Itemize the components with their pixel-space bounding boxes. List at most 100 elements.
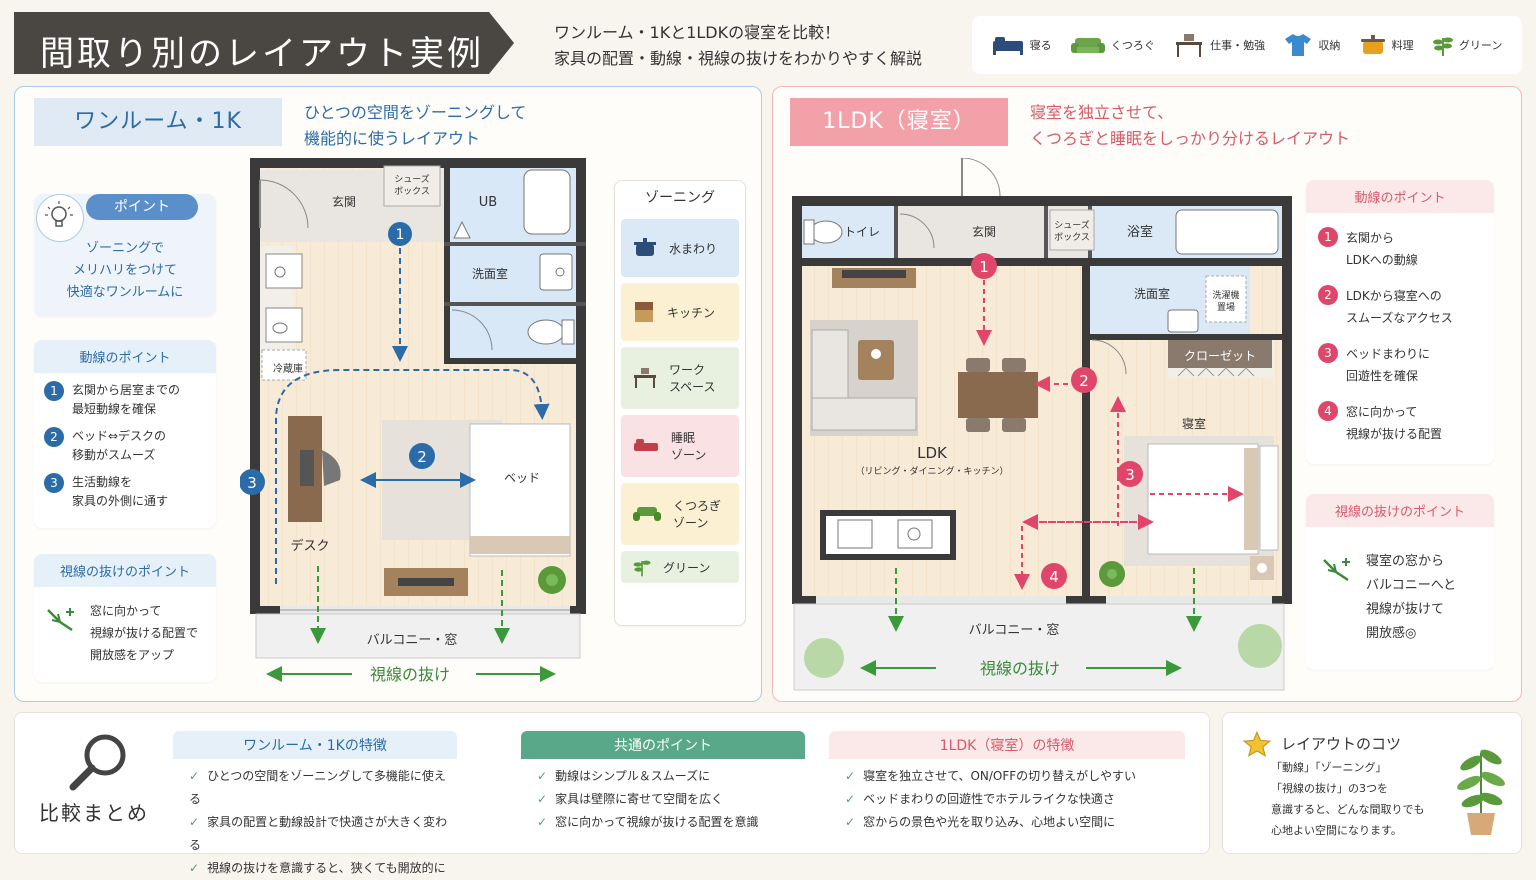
flow-text: 視線が抜ける配置 <box>1346 427 1443 441</box>
legend-item-work: 仕事・勉強 <box>1174 32 1265 58</box>
check-icon: ✓ <box>537 769 548 783</box>
flow-num: 2 <box>44 427 64 447</box>
room-label-senmen: 洗面室 <box>472 266 508 281</box>
flow-title: 動線のポイント <box>1306 180 1494 213</box>
sight-text: 寝室の窓から バルコニーへと 視線が抜けて 開放感◎ <box>1366 550 1456 646</box>
summary-check-item: ✓ 家具は壁際に寄せて空間を広く <box>537 788 805 811</box>
star-icon <box>1243 731 1271 757</box>
check-text: ひとつの空間をゾーニングして多機能に使える <box>189 769 446 806</box>
tips-line: 意識すると、どんな間取りでも <box>1271 803 1425 816</box>
check-text: ベッドまわりの回遊性でホテルライクな快適さ <box>863 792 1115 806</box>
shirt-icon <box>1285 34 1312 56</box>
page-subtitle: ワンルーム・1Kと1LDKの寝室を比較！ 家具の配置・動線・視線の抜けをわかりや… <box>554 20 922 72</box>
flow-text: LDKへの動線 <box>1346 253 1418 267</box>
check-icon: ✓ <box>537 792 548 806</box>
oneroom-sight-card: 視線の抜けのポイント 窓に向かって 視線が抜ける配置で 開放感をアップ <box>34 554 216 682</box>
plant-icon <box>1432 37 1453 56</box>
potted-plant-icon <box>1457 749 1505 835</box>
lightbulb-icon <box>36 194 84 242</box>
flow-title: 動線のポイント <box>34 340 216 373</box>
cabinet-icon <box>635 302 653 322</box>
closet-label: クローゼット <box>1184 349 1256 363</box>
zone-label: ゾーン <box>673 516 709 530</box>
check-text: 家具の配置と動線設計で快適さが大きく変わる <box>189 815 448 852</box>
bed-label: ベッド <box>504 471 540 485</box>
check-icon: ✓ <box>189 769 200 783</box>
room-label-bedroom: 寝室 <box>1182 416 1206 431</box>
flow-num: 3 <box>44 473 64 493</box>
zone-water: 水まわり <box>621 219 739 277</box>
legend-item-storage: 収納 <box>1284 33 1340 57</box>
flow-num: 1 <box>44 381 64 401</box>
balcony-label: バルコニー・窓 <box>969 622 1060 638</box>
room-label-ldk: LDK <box>917 444 948 462</box>
flow-num-3: 3 <box>247 474 257 492</box>
sight-text: 窓に向かって 視線が抜ける配置で 開放感をアップ <box>90 600 198 666</box>
summary-check-item: ✓ひとつの空間をゾーニングして多機能に使える <box>189 765 457 811</box>
oneroom-floor-plan: 1 2 3 玄関 シューズ ボックス UB 洗面室 冷蔵庫 デスク ベッド バル… <box>240 158 586 684</box>
pot-icon <box>1360 35 1385 54</box>
sight-line: 視線が抜ける配置で <box>90 626 199 640</box>
zone-label: キッチン <box>667 305 716 320</box>
tips-line: 「動線」「ゾーニング」 <box>1271 761 1387 774</box>
flow-text: 移動がスムーズ <box>72 448 156 462</box>
lead-line: くつろぎと睡眠をしっかり分けるレイアウト <box>1030 129 1351 148</box>
oneroom-lead: ひとつの空間をゾーニングして 機能的に使うレイアウト <box>304 100 526 152</box>
room-label-shoes: シューズ <box>1054 219 1090 231</box>
flow-num: 1 <box>1318 227 1338 247</box>
summary-check-item: ✓ 窓に向かって視線が抜ける配置を意識 <box>537 811 805 834</box>
room-label-genkan: 玄関 <box>332 194 356 209</box>
flow-text: スムーズなアクセス <box>1346 311 1453 325</box>
bed-icon <box>634 439 658 451</box>
sight-line: 開放感をアップ <box>90 648 175 662</box>
legend-label: くつろぐ <box>1110 39 1155 52</box>
room-label-ldk-sub: （リビング・ダイニング・キッチン） <box>855 465 1008 477</box>
flow-text: 最短動線を確保 <box>72 402 157 416</box>
sight-label: 視線の抜け <box>370 665 450 684</box>
check-text: 家具は壁際に寄せて空間を広く <box>555 792 724 806</box>
check-icon: ✓ <box>189 861 200 875</box>
flow-num: 2 <box>1318 285 1338 305</box>
zone-green: グリーン <box>621 551 739 583</box>
washer-label: 置場 <box>1217 301 1235 313</box>
flow-text: 家具の外側に通す <box>72 494 169 508</box>
layout-tips-card: レイアウトのコツ 「動線」「ゾーニング」 「視線の抜け」の3つを 意識すると、ど… <box>1222 712 1522 854</box>
zone-sleep: 睡眠ゾーン <box>621 415 739 477</box>
room-label-shoes: ボックス <box>394 186 430 197</box>
summary-col-1ldk: 1LDK（寝室）の特徴 ✓寝室を独立させて、ON/OFFの切り替えがしやすい ✓… <box>829 731 1185 834</box>
room-label-ub: UB <box>479 195 497 210</box>
flow-text: 玄関から <box>1346 231 1395 245</box>
summary-col-title: 1LDK（寝室）の特徴 <box>829 731 1185 759</box>
legend-label: 寝る <box>1029 39 1052 52</box>
flow-text: 窓に向かって <box>1346 405 1418 419</box>
check-text: 動線はシンプル＆スムーズに <box>555 769 711 783</box>
fridge-label: 冷蔵庫 <box>273 362 303 375</box>
point-line: ゾーニングで <box>85 241 164 256</box>
sight-title: 視線の抜けのポイント <box>1306 494 1494 527</box>
bed-icon <box>992 37 1023 55</box>
zoning-card: ゾーニング 水まわり キッチン ワークスペース 睡眠ゾーン くつろぎゾーン グリ… <box>614 180 746 626</box>
tips-line: 心地よい空間になります。 <box>1271 824 1402 837</box>
zoning-title: ゾーニング <box>645 190 715 206</box>
tips-line: 「視線の抜け」の3つを <box>1271 782 1388 795</box>
sofa-icon <box>633 507 661 521</box>
sight-line: バルコニーへと <box>1366 578 1457 593</box>
subtitle-line-1: ワンルーム・1Kと1LDKの寝室を比較！ <box>554 23 841 42</box>
room-label-shoes: ボックス <box>1054 232 1090 243</box>
check-text: 視線の抜けを意識すると、狭くても開放的に <box>207 861 446 875</box>
balcony-label: バルコニー・窓 <box>367 632 458 648</box>
check-icon: ✓ <box>537 815 548 829</box>
legend-label: 料理 <box>1391 39 1414 52</box>
flow-num-2: 2 <box>417 448 427 466</box>
summary-check-item: ✓窓からの景色や光を取り込み、心地よい空間に <box>845 811 1185 834</box>
lead-line: 寝室を独立させて、 <box>1030 103 1174 122</box>
check-text: 窓に向かって視線が抜ける配置を意識 <box>555 815 759 829</box>
washer-label: 洗濯機 <box>1212 289 1239 301</box>
sight-title: 視線の抜けのポイント <box>34 554 216 587</box>
summary-check-item: ✓ 動線はシンプル＆スムーズに <box>537 765 805 788</box>
